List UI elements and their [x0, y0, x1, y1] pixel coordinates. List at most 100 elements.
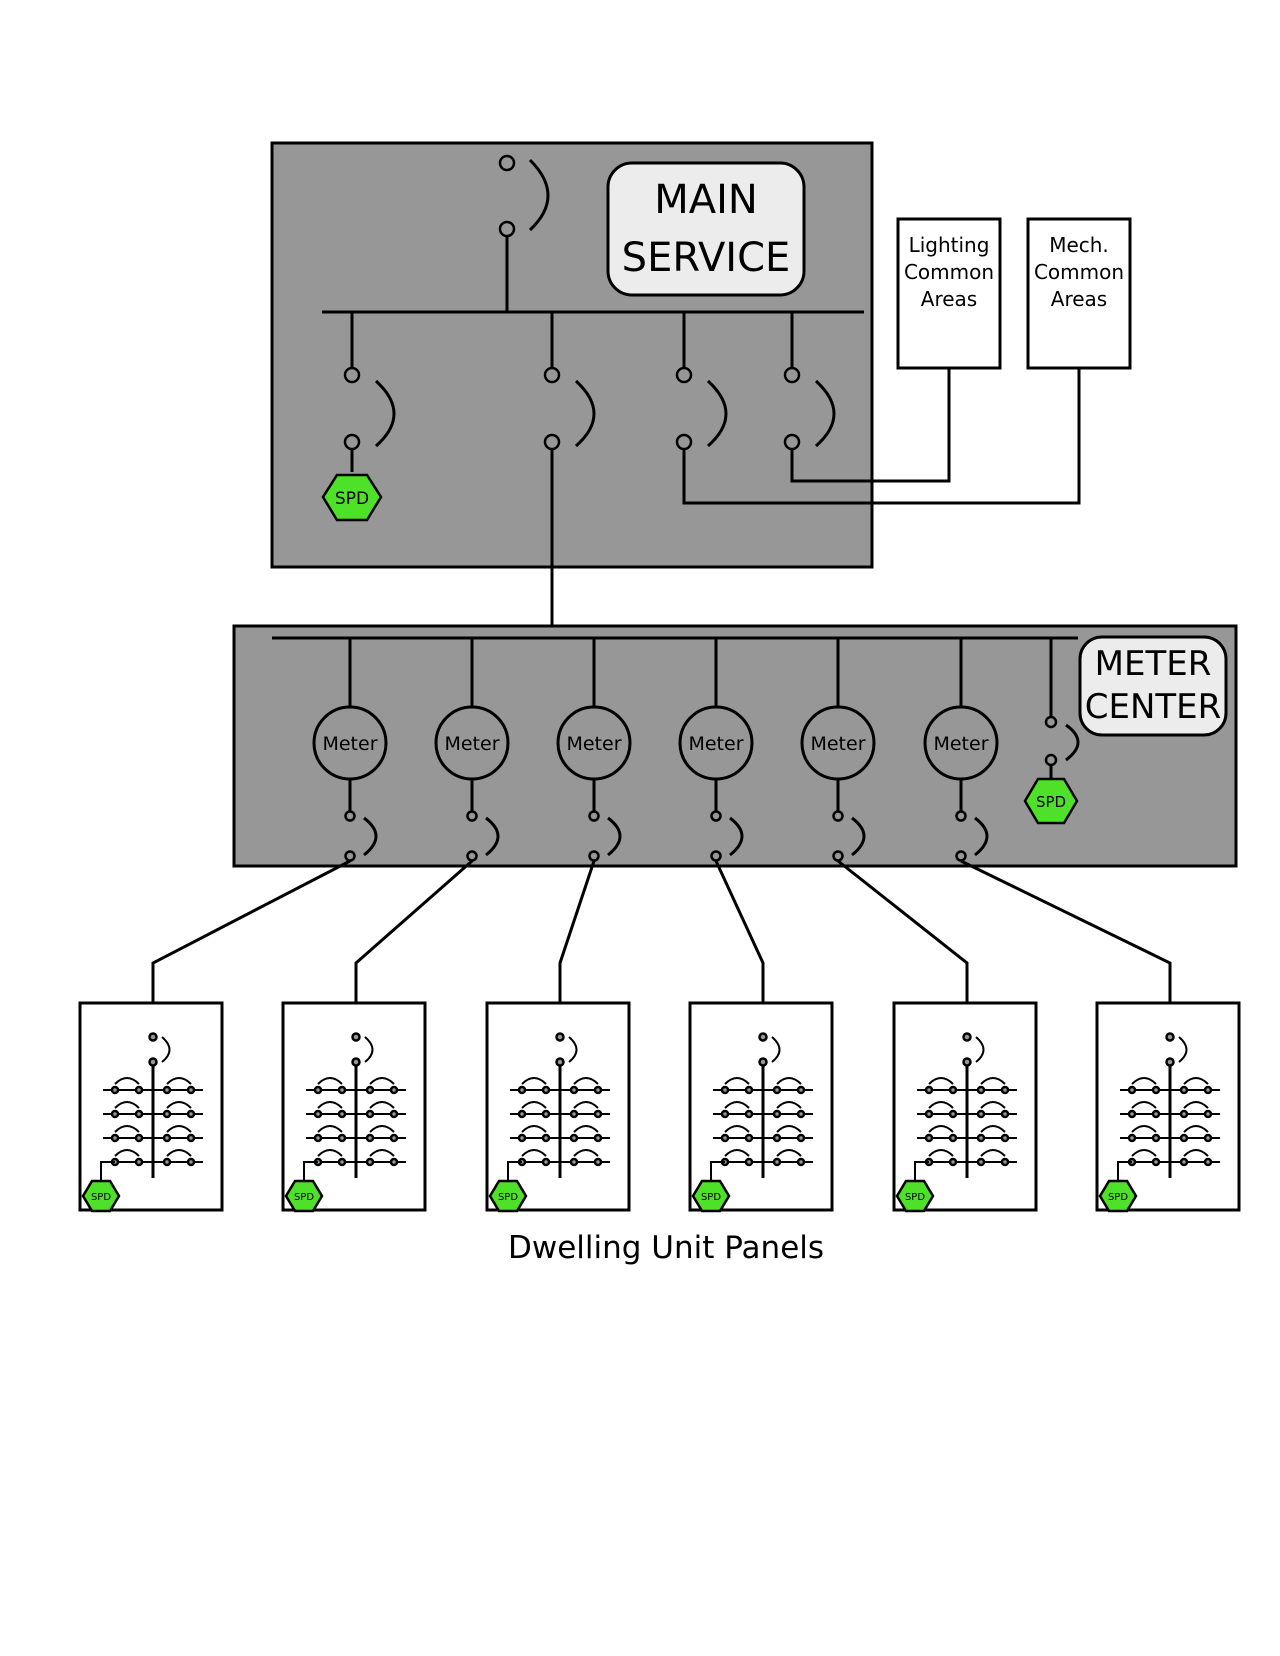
svg-text:SPD: SPD: [335, 489, 369, 509]
panel-main-terminal: [962, 1032, 972, 1042]
svg-text:Areas: Areas: [1051, 287, 1107, 311]
branch-terminal: [1203, 1133, 1213, 1143]
branch-arc: [980, 1077, 1006, 1085]
branch-terminal: [1179, 1109, 1189, 1119]
branch-terminal: [569, 1109, 579, 1119]
branch-arc: [1131, 1101, 1157, 1109]
branch-arc: [369, 1077, 395, 1085]
branch-terminal: [517, 1133, 527, 1143]
branch-arc: [521, 1101, 547, 1109]
branch-terminal: [1203, 1157, 1213, 1167]
branch-terminal: [110, 1109, 120, 1119]
panel-spd-label: SPD: [294, 1192, 314, 1203]
branch-arc: [573, 1125, 599, 1133]
svg-text:METER: METER: [1095, 644, 1212, 684]
branch-terminal: [569, 1157, 579, 1167]
branch-terminal: [1203, 1085, 1213, 1095]
svg-text:MAIN: MAIN: [654, 177, 758, 223]
branch-terminal: [1179, 1133, 1189, 1143]
branch-terminal: [772, 1157, 782, 1167]
branch-terminal: [365, 1085, 375, 1095]
main-service-label: MAIN SERVICE: [606, 161, 806, 297]
branch-arc: [776, 1077, 802, 1085]
branch-arc: [1131, 1125, 1157, 1133]
panel-main-arc: [568, 1036, 578, 1063]
branch-terminal: [796, 1109, 806, 1119]
panel-spd-label: SPD: [701, 1192, 721, 1203]
panel-spd-hexagon: [488, 1179, 528, 1213]
svg-text:Common: Common: [1034, 260, 1124, 284]
branch-terminal: [110, 1085, 120, 1095]
branch-arc: [573, 1077, 599, 1085]
branch-arc: [928, 1125, 954, 1133]
spd-hexagon: SPD: [321, 473, 383, 522]
panel-main-terminal: [1165, 1032, 1175, 1042]
branch-terminal: [389, 1133, 399, 1143]
branch-terminal: [1127, 1133, 1137, 1143]
branch-terminal: [924, 1133, 934, 1143]
branch-terminal: [186, 1133, 196, 1143]
breaker-terminal: [344, 850, 356, 862]
breaker-terminal: [588, 850, 600, 862]
branch-arc: [724, 1125, 750, 1133]
branch-arc: [1183, 1077, 1209, 1085]
meter-label: Meter: [810, 733, 865, 755]
main-service-enclosure: MAIN SERVICE: [270, 141, 1081, 638]
branch-terminal: [744, 1085, 754, 1095]
panel-main-arc: [364, 1036, 374, 1063]
meter-assembly: Meter: [800, 638, 876, 862]
branch-terminal: [186, 1157, 196, 1167]
branch-terminal: [337, 1133, 347, 1143]
panel-main-arc: [975, 1036, 985, 1063]
dwelling-unit-panels-caption: Dwelling Unit Panels: [508, 1230, 824, 1266]
panel-main-terminal: [758, 1032, 768, 1042]
breaker-terminal: [832, 810, 844, 822]
panel-main-arc: [771, 1036, 781, 1063]
branch-arc: [928, 1077, 954, 1085]
branch-terminal: [337, 1109, 347, 1119]
branch-terminal: [313, 1085, 323, 1095]
branch-arc: [573, 1149, 599, 1157]
spd-lead: [1117, 1161, 1132, 1184]
branch-arc: [114, 1077, 140, 1085]
breaker-terminal: [832, 850, 844, 862]
panel-main-terminal: [351, 1032, 361, 1042]
svg-text:Mech.: Mech.: [1049, 233, 1109, 257]
branch-terminal: [772, 1085, 782, 1095]
panel-spd-hexagon: [895, 1179, 935, 1213]
meter-label: Meter: [688, 733, 743, 755]
branch-terminal: [569, 1133, 579, 1143]
panel-main-terminal: [148, 1032, 158, 1042]
breaker-arc: [729, 816, 744, 857]
branch-arc: [928, 1101, 954, 1109]
branch-arc: [1131, 1149, 1157, 1157]
branch-terminal: [593, 1157, 603, 1167]
panel-main-terminal: [1165, 1057, 1175, 1067]
branch-arc: [521, 1125, 547, 1133]
panel-main-terminal: [555, 1057, 565, 1067]
branch-arc: [724, 1077, 750, 1085]
branch-terminal: [337, 1157, 347, 1167]
breaker-terminal: [710, 810, 722, 822]
panel-main-terminal: [758, 1057, 768, 1067]
branch-terminal: [162, 1085, 172, 1095]
branch-arc: [166, 1101, 192, 1109]
branch-arc: [724, 1101, 750, 1109]
branch-terminal: [162, 1157, 172, 1167]
branch-terminal: [948, 1109, 958, 1119]
meter-label: Meter: [444, 733, 499, 755]
branch-terminal: [796, 1157, 806, 1167]
branch-arc: [166, 1077, 192, 1085]
branch-arc: [369, 1125, 395, 1133]
panel-spd-label: SPD: [905, 1192, 925, 1203]
branch-arc: [1131, 1077, 1157, 1085]
branch-terminal: [772, 1133, 782, 1143]
branch-arc: [573, 1101, 599, 1109]
branch-terminal: [134, 1157, 144, 1167]
branch-breaker-spd: [343, 312, 396, 472]
branch-terminal: [541, 1109, 551, 1119]
branch-terminal: [134, 1109, 144, 1119]
branch-terminal: [720, 1109, 730, 1119]
